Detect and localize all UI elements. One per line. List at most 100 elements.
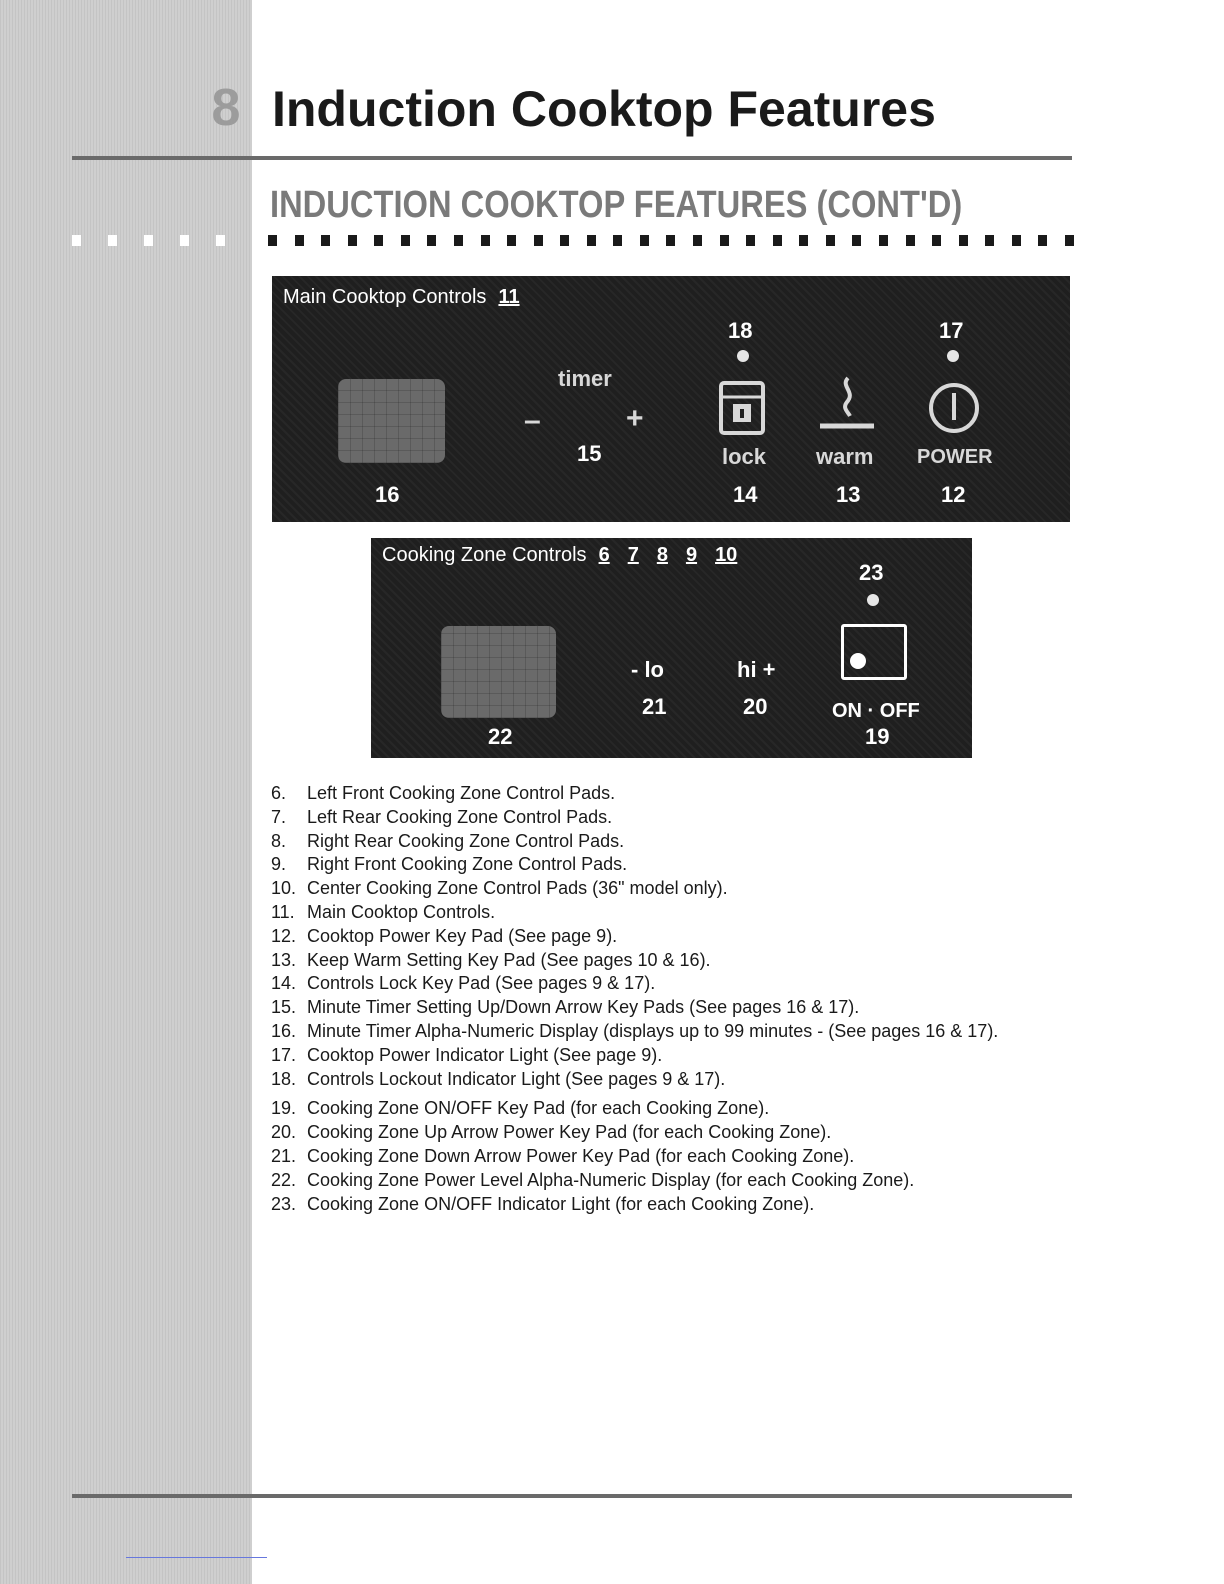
list-item: 6. Left Front Cooking Zone Control Pads. (271, 783, 1071, 807)
timer-up-button[interactable]: + (626, 402, 644, 435)
callout-17: 17 (939, 318, 964, 343)
power-icon[interactable] (926, 380, 982, 436)
list-item-text: Controls Lock Key Pad (See pages 9 & 17)… (307, 973, 656, 994)
list-item-number: 11. (271, 901, 295, 922)
callout-20: 20 (743, 694, 768, 719)
list-item-text: Minute Timer Alpha-Numeric Display (disp… (307, 1020, 999, 1041)
zone-ref-8: 8 (656, 544, 668, 566)
list-item-number: 17. (271, 1044, 297, 1065)
zone-onoff-button[interactable] (841, 624, 907, 680)
list-item: 10. Center Cooking Zone Control Pads (36"… (271, 878, 1071, 902)
sidebar-dot-divider (72, 235, 242, 247)
list-item: 9. Right Front Cooking Zone Control Pads. (271, 854, 1071, 878)
list-item-text: Right Front Cooking Zone Control Pads. (307, 854, 628, 875)
list-item-number: 6. (271, 783, 287, 803)
callout-18: 18 (728, 318, 753, 343)
list-item: 12. Cooktop Power Key Pad (See page 9). (271, 926, 1071, 950)
list-item: 17. Cooktop Power Indicator Light (See pa… (271, 1045, 1071, 1069)
list-item-text: Cooking Zone Down Arrow Power Key Pad (f… (307, 1145, 855, 1166)
zone-hi-button[interactable]: hi + (737, 657, 776, 682)
dot-divider (268, 235, 1074, 247)
main-panel-title: Main Cooktop Controls 11 (283, 286, 520, 309)
callout-19: 19 (865, 724, 890, 749)
zone-onoff-dot-icon (850, 653, 866, 669)
zone-onoff-indicator-light (867, 594, 879, 606)
section-title: INDUCTION COOKTOP FEATURES (CONT'D) (270, 184, 963, 226)
callout-21: 21 (642, 694, 667, 719)
timer-down-button[interactable]: – (524, 404, 541, 437)
list-item-text: Cooktop Power Key Pad (See page 9). (307, 925, 618, 946)
lock-icon[interactable] (718, 380, 766, 436)
list-item: 8.Right Rear Cooking Zone Control Pads. (271, 831, 1071, 855)
callout-15: 15 (577, 441, 602, 466)
list-item-text: Right Rear Cooking Zone Control Pads. (307, 830, 625, 851)
zone-lo-button[interactable]: - lo (631, 657, 664, 682)
list-item-text: Left Front Cooking Zone Control Pads. (307, 783, 616, 803)
callout-12: 12 (941, 482, 966, 507)
list-item-text: Cooking Zone Power Level Alpha-Numeric D… (307, 1169, 915, 1190)
list-item-number: 10. (271, 878, 297, 899)
list-item: 18. Controls Lockout Indicator Light (See… (271, 1069, 1071, 1093)
callout-legend-list: 6.Left Front Cooking Zone Control Pads. … (271, 783, 1071, 1217)
list-item: 19. Cooking Zone ON/OFF Key Pad (for each… (271, 1098, 1071, 1122)
callout-16: 16 (375, 482, 400, 507)
timer-label: timer (558, 366, 612, 391)
list-item: 20. Cooking Zone Up Arrow Power Key Pad (… (271, 1122, 1071, 1146)
zone-ref-10: 10 (715, 544, 738, 566)
list-item: 15. Minute Timer Setting Up/Down Arrow Ke… (271, 997, 1071, 1021)
page-title: Induction Cooktop Features (272, 81, 936, 137)
list-item: 22. Cooking Zone Power Level Alpha-Numeri… (271, 1170, 1071, 1194)
list-item-text: Center Cooking Zone Control Pads (36" mo… (307, 878, 728, 899)
callout-14: 14 (733, 482, 758, 507)
footer-link-underline (126, 1557, 267, 1558)
callout-23: 23 (859, 560, 884, 585)
list-item-number: 23. (271, 1193, 297, 1214)
zone-panel-title-text: Cooking Zone Controls (382, 544, 587, 566)
list-item-number: 19. (271, 1098, 297, 1119)
page-sidebar (0, 0, 252, 1584)
list-item: 23.Cooking Zone ON/OFF Indicator Light (… (271, 1194, 1071, 1218)
warm-icon[interactable] (818, 374, 876, 432)
main-panel-ref: 11 (498, 286, 520, 308)
zone-ref-6: 6 (598, 544, 610, 566)
list-item-text: Cooktop Power Indicator Light (See page … (307, 1044, 663, 1065)
list-item-text: Controls Lockout Indicator Light (See pa… (307, 1068, 726, 1089)
list-item-number: 22. (271, 1169, 297, 1190)
timer-display (338, 379, 445, 463)
chapter-number: 8 (211, 79, 241, 137)
list-item-text: Keep Warm Setting Key Pad (See pages 10 … (307, 949, 711, 970)
list-item-text: Minute Timer Setting Up/Down Arrow Key P… (307, 997, 860, 1018)
list-item-number: 14. (271, 973, 297, 994)
list-item-number: 16. (271, 1020, 297, 1041)
power-label: POWER (917, 446, 993, 468)
zone-power-display (441, 626, 556, 718)
zone-onoff-label: ON · OFF (832, 700, 920, 722)
list-item-number: 12. (271, 925, 297, 946)
zone-ref-9: 9 (685, 544, 698, 566)
list-item-text: Cooking Zone Up Arrow Power Key Pad (for… (307, 1122, 832, 1143)
lock-label: lock (722, 444, 767, 469)
callout-13: 13 (836, 482, 861, 507)
list-item-number: 15. (271, 997, 297, 1018)
list-item: 13. Keep Warm Setting Key Pad (See pages … (271, 950, 1071, 974)
list-item-text: Cooking Zone ON/OFF Key Pad (for each Co… (307, 1098, 770, 1119)
warm-label: warm (816, 444, 874, 469)
list-item: 14. Controls Lock Key Pad (See pages 9 & … (271, 973, 1071, 997)
list-item-number: 20. (271, 1122, 297, 1143)
list-item-number: 13. (271, 949, 297, 970)
list-item-number: 18. (271, 1068, 297, 1089)
callout-22: 22 (488, 724, 513, 749)
list-item: 11. Main Cooktop Controls. (271, 902, 1071, 926)
header-rule (72, 156, 1072, 160)
main-panel-title-text: Main Cooktop Controls (283, 286, 487, 308)
list-item-number: 21. (271, 1145, 297, 1166)
list-item-text: Left Rear Cooking Zone Control Pads. (307, 806, 613, 827)
list-item: 21. Cooking Zone Down Arrow Power Key Pad… (271, 1146, 1071, 1170)
list-item: 16. Minute Timer Alpha-Numeric Display (d… (271, 1021, 1071, 1045)
list-item-number: 9. (271, 854, 287, 875)
list-item: 7.Left Rear Cooking Zone Control Pads. (271, 807, 1071, 831)
list-item-text: Main Cooktop Controls. (307, 901, 496, 922)
